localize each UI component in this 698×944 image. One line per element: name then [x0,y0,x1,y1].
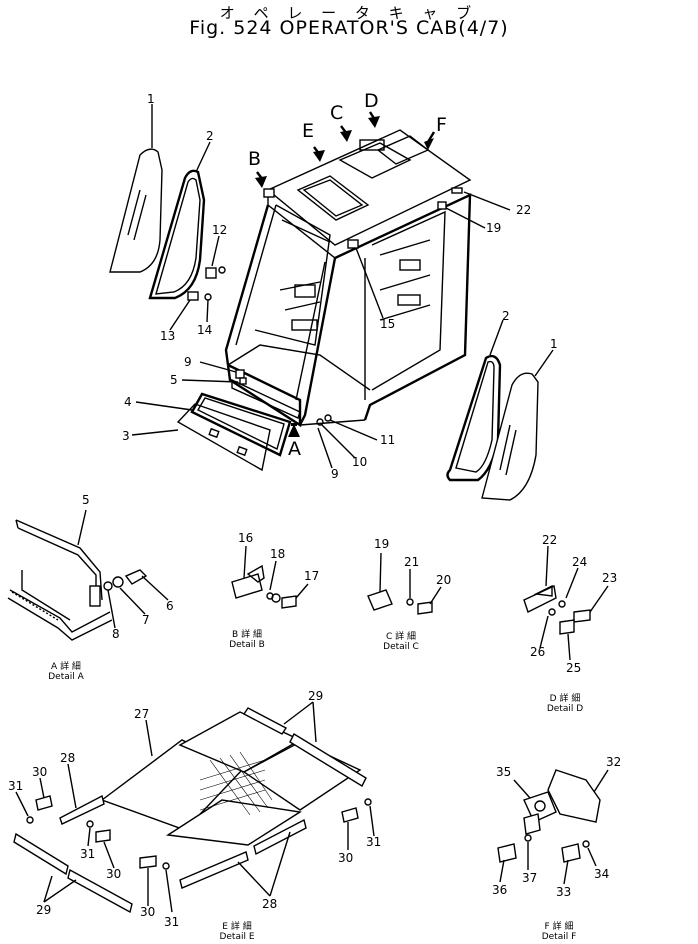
side-seal-left [148,169,206,300]
part-number: 30 [32,765,48,779]
side-glass-right [481,372,539,501]
part-number: 30 [106,867,122,881]
part-number: 9 [184,355,192,369]
part-number: 20 [436,573,452,587]
part-number: 13 [160,329,176,343]
view-letter-f: F [436,114,447,136]
leader-lines-main [131,104,554,469]
view-letter-e: E [302,120,315,142]
part-number: 12 [212,223,228,237]
part-number: 2 [206,129,214,143]
part-number: 1 [147,92,155,106]
part-number: 25 [566,661,582,675]
title-japanese: オ ペ レ ー タ キ ャ ブ [219,4,479,22]
detail-c-drawing [367,552,442,615]
detail-b-drawing [231,545,309,609]
detail-e-drawing [13,701,375,914]
part-number: 14 [197,323,213,337]
part-number: 31 [366,835,382,849]
part-number: 23 [602,571,618,585]
part-number: 32 [606,755,622,769]
part-number: 37 [522,871,538,885]
detail-a-caption-jp: A 詳 細 [51,662,81,672]
part-number: 10 [352,455,368,469]
part-number: 35 [496,765,512,779]
front-lower-glass [176,403,271,472]
detail-f-caption: Detail F [541,932,577,942]
detail-a-caption: Detail A [48,672,84,682]
part-number: 19 [374,537,390,551]
part-number: 30 [338,851,354,865]
part-number: 3 [122,429,130,443]
view-letter-d: D [364,90,379,112]
detail-b-caption-jp: B 詳 細 [232,630,262,640]
view-letter-c: C [330,102,344,124]
part-number: 30 [140,905,156,919]
detail-a-drawing [7,509,169,641]
view-letter-b: B [248,148,262,170]
part-number: 34 [594,867,610,881]
front-lower-seal [190,392,292,457]
part-number: 2 [502,309,510,323]
part-number: 31 [80,847,96,861]
part-number: 24 [572,555,588,569]
detail-b-caption: Detail B [229,640,265,650]
cab-frame [224,129,472,428]
detail-c-caption-jp: C 詳 細 [385,632,416,642]
detail-e-caption-jp: E 詳 細 [222,922,252,932]
part-number: 31 [164,915,180,929]
part-number: 28 [60,751,76,765]
detail-c-caption: Detail C [383,642,419,652]
part-number: 18 [270,547,286,561]
part-number: 5 [82,493,90,507]
detail-f-caption-jp: F 詳 細 [544,922,574,932]
part-number: 29 [36,903,52,917]
part-number: 16 [238,531,254,545]
part-number: 9 [331,467,339,481]
detail-d-caption: Detail D [546,704,584,714]
part-number: 21 [404,555,420,569]
part-number: 1 [550,337,558,351]
part-number: 5 [170,373,178,387]
part-number: 36 [492,883,508,897]
part-number: 6 [166,599,174,613]
part-number: 7 [142,613,150,627]
view-arrows [255,111,436,437]
detail-e-caption: Detail E [219,932,255,942]
part-number: 28 [262,897,278,911]
part-number: 26 [530,645,546,659]
figure-title: Fig. 524 OPERATOR'S CAB(4/7) [189,17,509,39]
part-number: 27 [134,707,150,721]
part-number: 8 [112,627,120,641]
side-glass-left [109,148,163,273]
detail-d-caption-jp: D 詳 細 [549,694,581,704]
detail-d-drawing [523,545,609,661]
detail-f-drawing [497,769,609,885]
part-number: 17 [304,569,320,583]
part-number: 22 [542,533,558,547]
part-number: 31 [8,779,24,793]
part-number: 33 [556,885,572,899]
part-number: 22 [516,203,532,217]
part-number: 15 [380,317,396,331]
part-number: 11 [380,433,396,447]
part-number: 29 [308,689,324,703]
part-number: 4 [124,395,132,409]
main-small-parts [187,266,332,426]
part-number: 19 [486,221,502,235]
view-letter-a: A [288,438,301,460]
